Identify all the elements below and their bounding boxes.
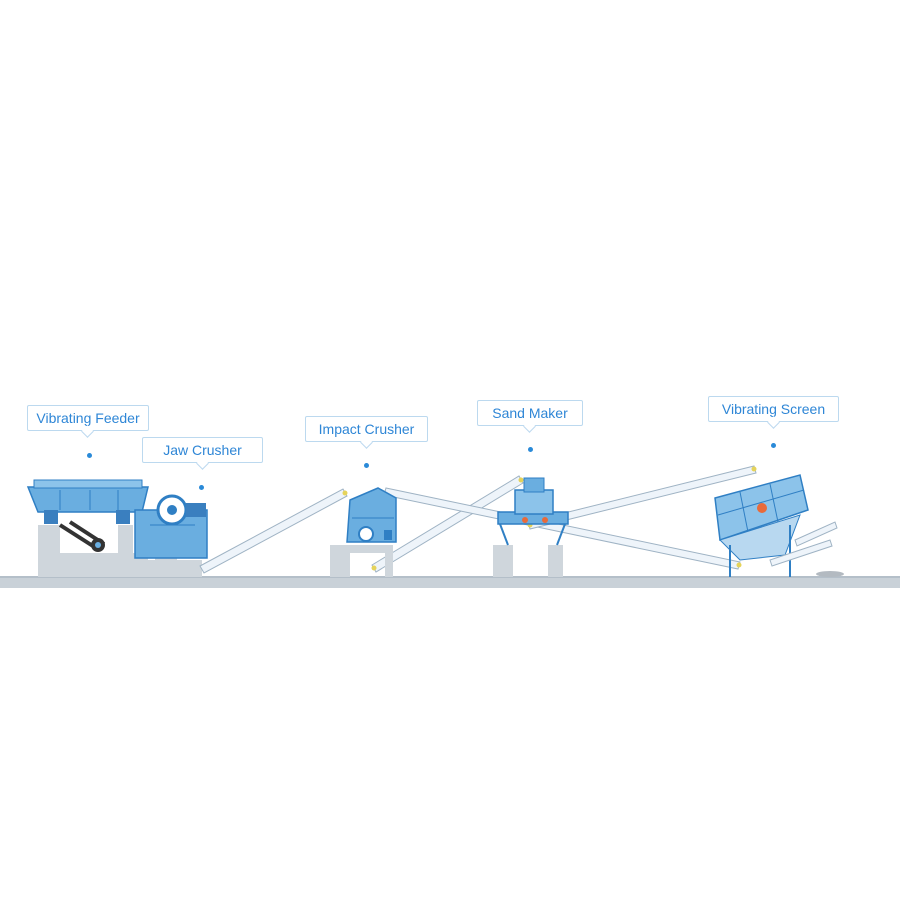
vibrating-feeder-machine	[26, 479, 149, 577]
jaw-crusher-machine	[132, 494, 208, 577]
indicator-dot-impact	[364, 463, 369, 468]
sand-pile	[816, 571, 844, 577]
indicator-dot-jaw	[199, 485, 204, 490]
feeder-spring-right	[116, 510, 130, 524]
label-sand-maker: Sand Maker	[477, 400, 583, 426]
sand-maker-machine	[493, 477, 569, 577]
label-jaw-crusher: Jaw Crusher	[142, 437, 263, 463]
vibrating-screen-machine	[714, 474, 844, 577]
feeder-hopper	[26, 486, 149, 513]
indicator-dot-feeder	[87, 453, 92, 458]
conveyor-belts	[199, 465, 757, 574]
feeder-spring-left	[44, 510, 58, 524]
sand-maker-body	[514, 489, 554, 515]
impact-crusher-machine	[330, 487, 397, 577]
label-impact-crusher: Impact Crusher	[305, 416, 428, 442]
label-vibrating-screen: Vibrating Screen	[708, 396, 839, 422]
impact-crusher-body	[346, 487, 397, 543]
label-vibrating-feeder: Vibrating Feeder	[27, 405, 149, 431]
conveyor-jaw-to-impact	[199, 488, 348, 574]
indicator-dot-sand	[528, 447, 533, 452]
ground-strip	[0, 576, 900, 588]
indicator-dot-screen	[771, 443, 776, 448]
